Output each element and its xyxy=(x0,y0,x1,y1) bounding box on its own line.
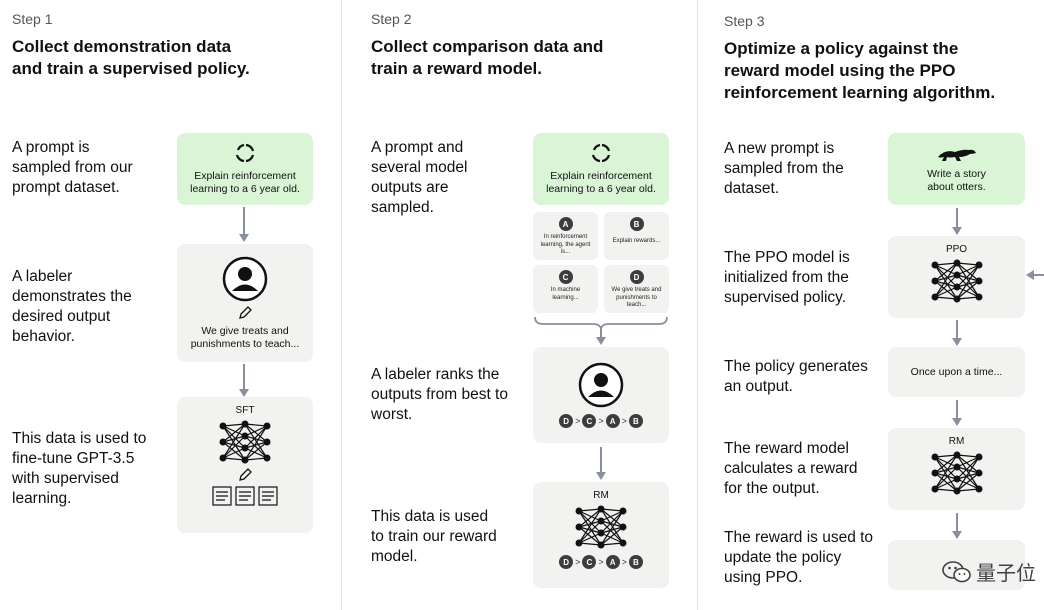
output-text: We give treats and punishments to teach.… xyxy=(611,287,662,308)
neural-network-icon xyxy=(931,259,982,303)
refresh-icon xyxy=(235,143,255,163)
rank-badge: A xyxy=(605,414,620,428)
arrow-down-icon xyxy=(239,364,249,397)
step1-sft-box: SFT xyxy=(177,397,313,533)
output-letter-badge: C xyxy=(558,270,573,284)
step1-labeler-box: We give treats and punishments to teach.… xyxy=(177,244,313,362)
step3-output-box: Once upon a time... xyxy=(888,347,1025,397)
step1-desc-finetune: This data is used to fine-tune GPT-3.5 w… xyxy=(12,430,147,507)
rank-badge: B xyxy=(628,414,643,428)
rank-badge: B xyxy=(628,555,643,569)
step1-prompt-text: Explain reinforcement learning to a 6 ye… xyxy=(190,170,300,195)
arrow-down-icon xyxy=(596,447,606,480)
step1-demo-text: We give treats and punishments to teach.… xyxy=(190,324,300,350)
wechat-icon xyxy=(942,560,971,582)
step3-desc-reward: The reward model calculates a reward for… xyxy=(724,440,858,497)
step3-prompt-text: Write a story about otters. xyxy=(927,167,986,193)
step2-desc-rank: A labeler ranks the outputs from best to… xyxy=(371,366,508,423)
pencil-icon xyxy=(239,468,252,481)
labeler-avatar-icon xyxy=(578,362,624,408)
step2-label: Step 2 xyxy=(371,11,412,27)
arrow-down-icon xyxy=(952,400,962,426)
rm-model-label: RM xyxy=(948,436,965,447)
step3-desc-update: The reward is used to update the policy … xyxy=(724,529,874,586)
rank-separator: > xyxy=(621,416,627,426)
step2-prompt-text: Explain reinforcement learning to a 6 ye… xyxy=(546,170,656,195)
output-letter-badge: B xyxy=(629,217,644,231)
arrow-down-icon xyxy=(952,208,962,235)
step2-desc-train: This data is used to train our reward mo… xyxy=(371,508,497,565)
output-text: In machine learning... xyxy=(550,287,581,301)
watermark-text: 量子位 xyxy=(976,563,1036,585)
output-text: Explain rewards... xyxy=(612,238,661,244)
rank-separator: > xyxy=(575,557,581,567)
arrow-down-icon xyxy=(239,207,249,242)
output-card-c: C In machine learning... xyxy=(533,265,598,313)
step3-prompt-box: Write a story about otters. xyxy=(888,133,1025,205)
rank-separator: > xyxy=(598,416,604,426)
step1-title: Collect demonstration data and train a s… xyxy=(12,37,250,78)
step3-rm-box: RM xyxy=(888,428,1025,510)
arrow-down-icon xyxy=(952,320,962,346)
output-card-d: D We give treats and punishments to teac… xyxy=(604,265,669,313)
ranking-row: D> C> A> B xyxy=(559,414,643,428)
sft-model-label: SFT xyxy=(235,405,255,416)
ranking-row: D> C> A> B xyxy=(559,555,643,569)
rank-badge: C xyxy=(582,414,597,428)
step3-desc-init: The PPO model is initialized from the su… xyxy=(724,249,850,306)
step1-label: Step 1 xyxy=(12,11,53,27)
ppo-model-label: PPO xyxy=(945,244,968,255)
documents-icon xyxy=(212,486,278,506)
step3-label: Step 3 xyxy=(724,13,765,29)
step2-desc-sample: A prompt and several model outputs are s… xyxy=(371,139,468,216)
output-card-b: B Explain rewards... xyxy=(604,212,669,260)
step3-output-text: Once upon a time... xyxy=(910,365,1003,378)
rank-separator: > xyxy=(598,557,604,567)
otter-icon xyxy=(937,149,976,161)
watermark: 量子位 xyxy=(942,557,1036,586)
step2-prompt-box: Explain reinforcement learning to a 6 ye… xyxy=(533,133,669,205)
refresh-icon xyxy=(591,143,611,163)
rank-separator: > xyxy=(621,557,627,567)
step2-title: Collect comparison data and train a rewa… xyxy=(371,37,604,78)
rm-model-label: RM xyxy=(593,490,609,501)
rank-badge: C xyxy=(582,555,597,569)
rank-separator: > xyxy=(575,416,581,426)
brace-icon xyxy=(534,316,668,345)
step1-prompt-box: Explain reinforcement learning to a 6 ye… xyxy=(177,133,313,205)
step2-rm-box: RM D> C> A> B xyxy=(533,482,669,588)
step3-ppo-box: PPO xyxy=(888,236,1025,318)
output-text: In reinforcement learning, the agent is.… xyxy=(540,234,591,255)
column-divider xyxy=(697,0,698,610)
step3-title: Optimize a policy against the reward mod… xyxy=(724,39,996,102)
column-divider xyxy=(341,0,342,610)
step3-desc-prompt: A new prompt is sampled from the dataset… xyxy=(724,140,844,197)
neural-network-icon xyxy=(931,451,982,495)
rank-badge: D xyxy=(559,555,574,569)
neural-network-icon xyxy=(575,505,627,549)
step2-ranking-box: D> C> A> B xyxy=(533,347,669,443)
output-card-a: A In reinforcement learning, the agent i… xyxy=(533,212,598,260)
step1-desc-prompt: A prompt is sampled from our prompt data… xyxy=(12,139,133,196)
arrow-left-icon xyxy=(1026,270,1044,280)
pencil-icon xyxy=(239,305,252,319)
step3-desc-generate: The policy generates an output. xyxy=(724,358,868,395)
rank-badge: D xyxy=(559,414,574,428)
arrow-down-icon xyxy=(952,513,962,539)
neural-network-icon xyxy=(219,420,271,464)
output-letter-badge: D xyxy=(629,270,644,284)
step1-desc-labeler: A labeler demonstrates the desired outpu… xyxy=(12,268,132,345)
output-letter-badge: A xyxy=(558,217,573,231)
step3-update-box xyxy=(888,540,1025,590)
rank-badge: A xyxy=(605,555,620,569)
labeler-avatar-icon xyxy=(222,256,268,301)
